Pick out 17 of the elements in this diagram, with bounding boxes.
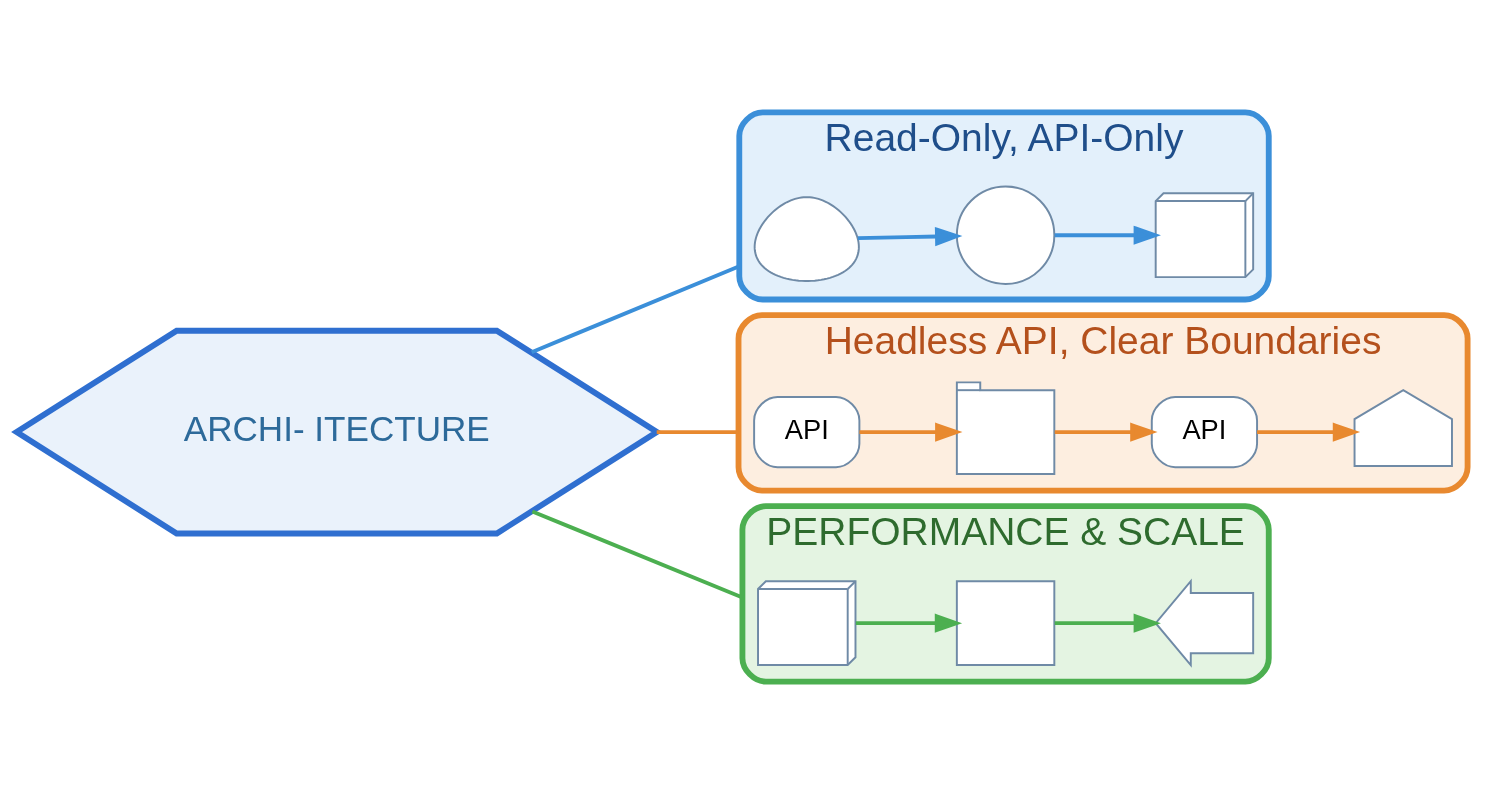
arrow xyxy=(1054,422,1158,442)
cluster: PERFORMANCE & SCALE xyxy=(739,502,1272,685)
node-magnifier xyxy=(955,185,1056,285)
node-chart xyxy=(1154,578,1255,668)
node-box: API xyxy=(1150,395,1259,468)
node-bar xyxy=(955,579,1056,666)
node-kiosk xyxy=(1353,388,1453,467)
arrow xyxy=(859,422,963,442)
arrow xyxy=(1054,613,1161,633)
cluster: Read-Only, API-Only xyxy=(736,108,1272,302)
node-person xyxy=(753,195,860,282)
arrow xyxy=(1054,225,1161,245)
arrow xyxy=(857,226,963,246)
connector xyxy=(656,429,739,434)
node-box: API xyxy=(753,395,861,468)
arrow xyxy=(855,613,963,633)
arrow xyxy=(1257,422,1361,442)
